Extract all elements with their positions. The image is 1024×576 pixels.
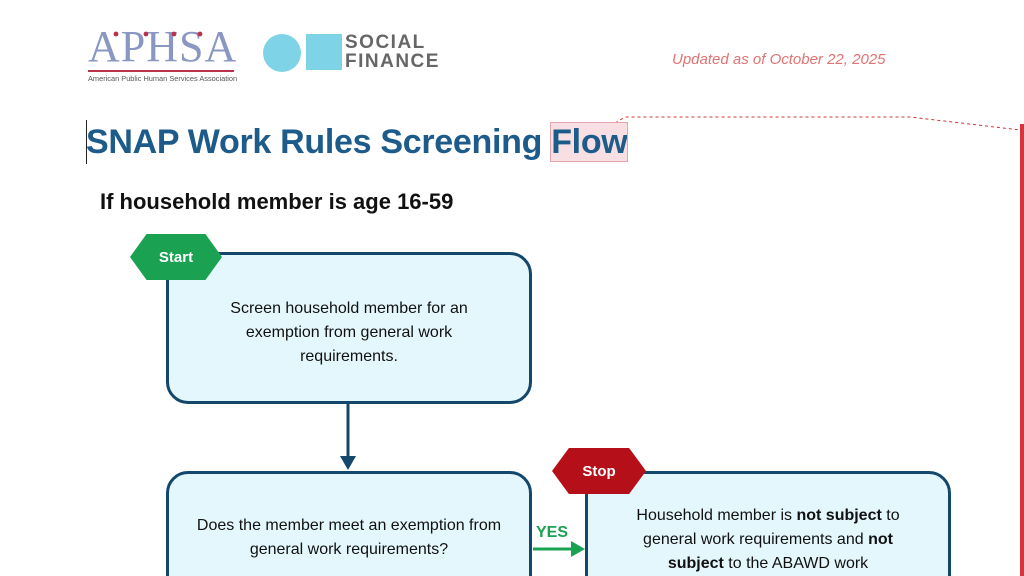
flow-box-not-subject-text: Household member is not subject to gener… xyxy=(616,504,920,576)
box3-bold-2: not subject xyxy=(667,531,893,572)
page-title-main[interactable]: SNAP Work Rules Screening xyxy=(86,123,543,161)
flow-box-screen-exemption: Screen household member for an exemption… xyxy=(166,252,532,404)
start-badge: Start xyxy=(130,234,222,280)
arrow-box1-to-box2-head xyxy=(340,456,356,470)
aphsa-logo-rule xyxy=(88,70,234,72)
arrow-yes-to-stop-head xyxy=(571,541,585,557)
aphsa-logo-subtitle: American Public Human Services Associati… xyxy=(88,74,238,83)
box3-text-2: to general work requirements and xyxy=(643,507,900,548)
section-heading: If household member is age 16-59 xyxy=(100,189,454,214)
aphsa-logo: APHSA American Public Human Services Ass… xyxy=(88,22,238,83)
box3-text-1: Household member is xyxy=(636,507,797,524)
stop-badge: Stop xyxy=(552,448,646,494)
aphsa-logo-dots xyxy=(113,31,203,37)
social-finance-circle-mark xyxy=(263,34,301,72)
box3-text-3: to the ABAWD work xyxy=(723,555,869,572)
social-finance-wordmark: SOCIAL FINANCE xyxy=(345,33,440,71)
box3-bold-1: not subject xyxy=(796,507,882,524)
social-finance-line1: SOCIAL xyxy=(345,32,426,53)
updated-date: Updated as of October 22, 2025 xyxy=(672,51,886,68)
flow-box-not-subject: Household member is not subject to gener… xyxy=(585,471,951,576)
text-cursor xyxy=(86,120,87,164)
social-finance-square-mark xyxy=(306,34,342,70)
flow-box-exemption-question: Does the member meet an exemption from g… xyxy=(166,471,532,576)
flow-box-screen-exemption-text: Screen household member for an exemption… xyxy=(230,300,468,365)
comment-margin-bar[interactable] xyxy=(1020,124,1024,576)
flow-box-exemption-question-text: Does the member meet an exemption from g… xyxy=(196,517,502,558)
page-title[interactable]: SNAP Work Rules Screening Flow xyxy=(86,119,629,165)
page-title-highlighted-word[interactable]: Flow xyxy=(550,122,629,162)
aphsa-logo-letters: APHSA xyxy=(88,22,238,71)
yes-label: YES xyxy=(536,524,569,541)
social-finance-line2: FINANCE xyxy=(345,51,440,72)
social-finance-logo: SOCIAL FINANCE xyxy=(263,33,453,73)
